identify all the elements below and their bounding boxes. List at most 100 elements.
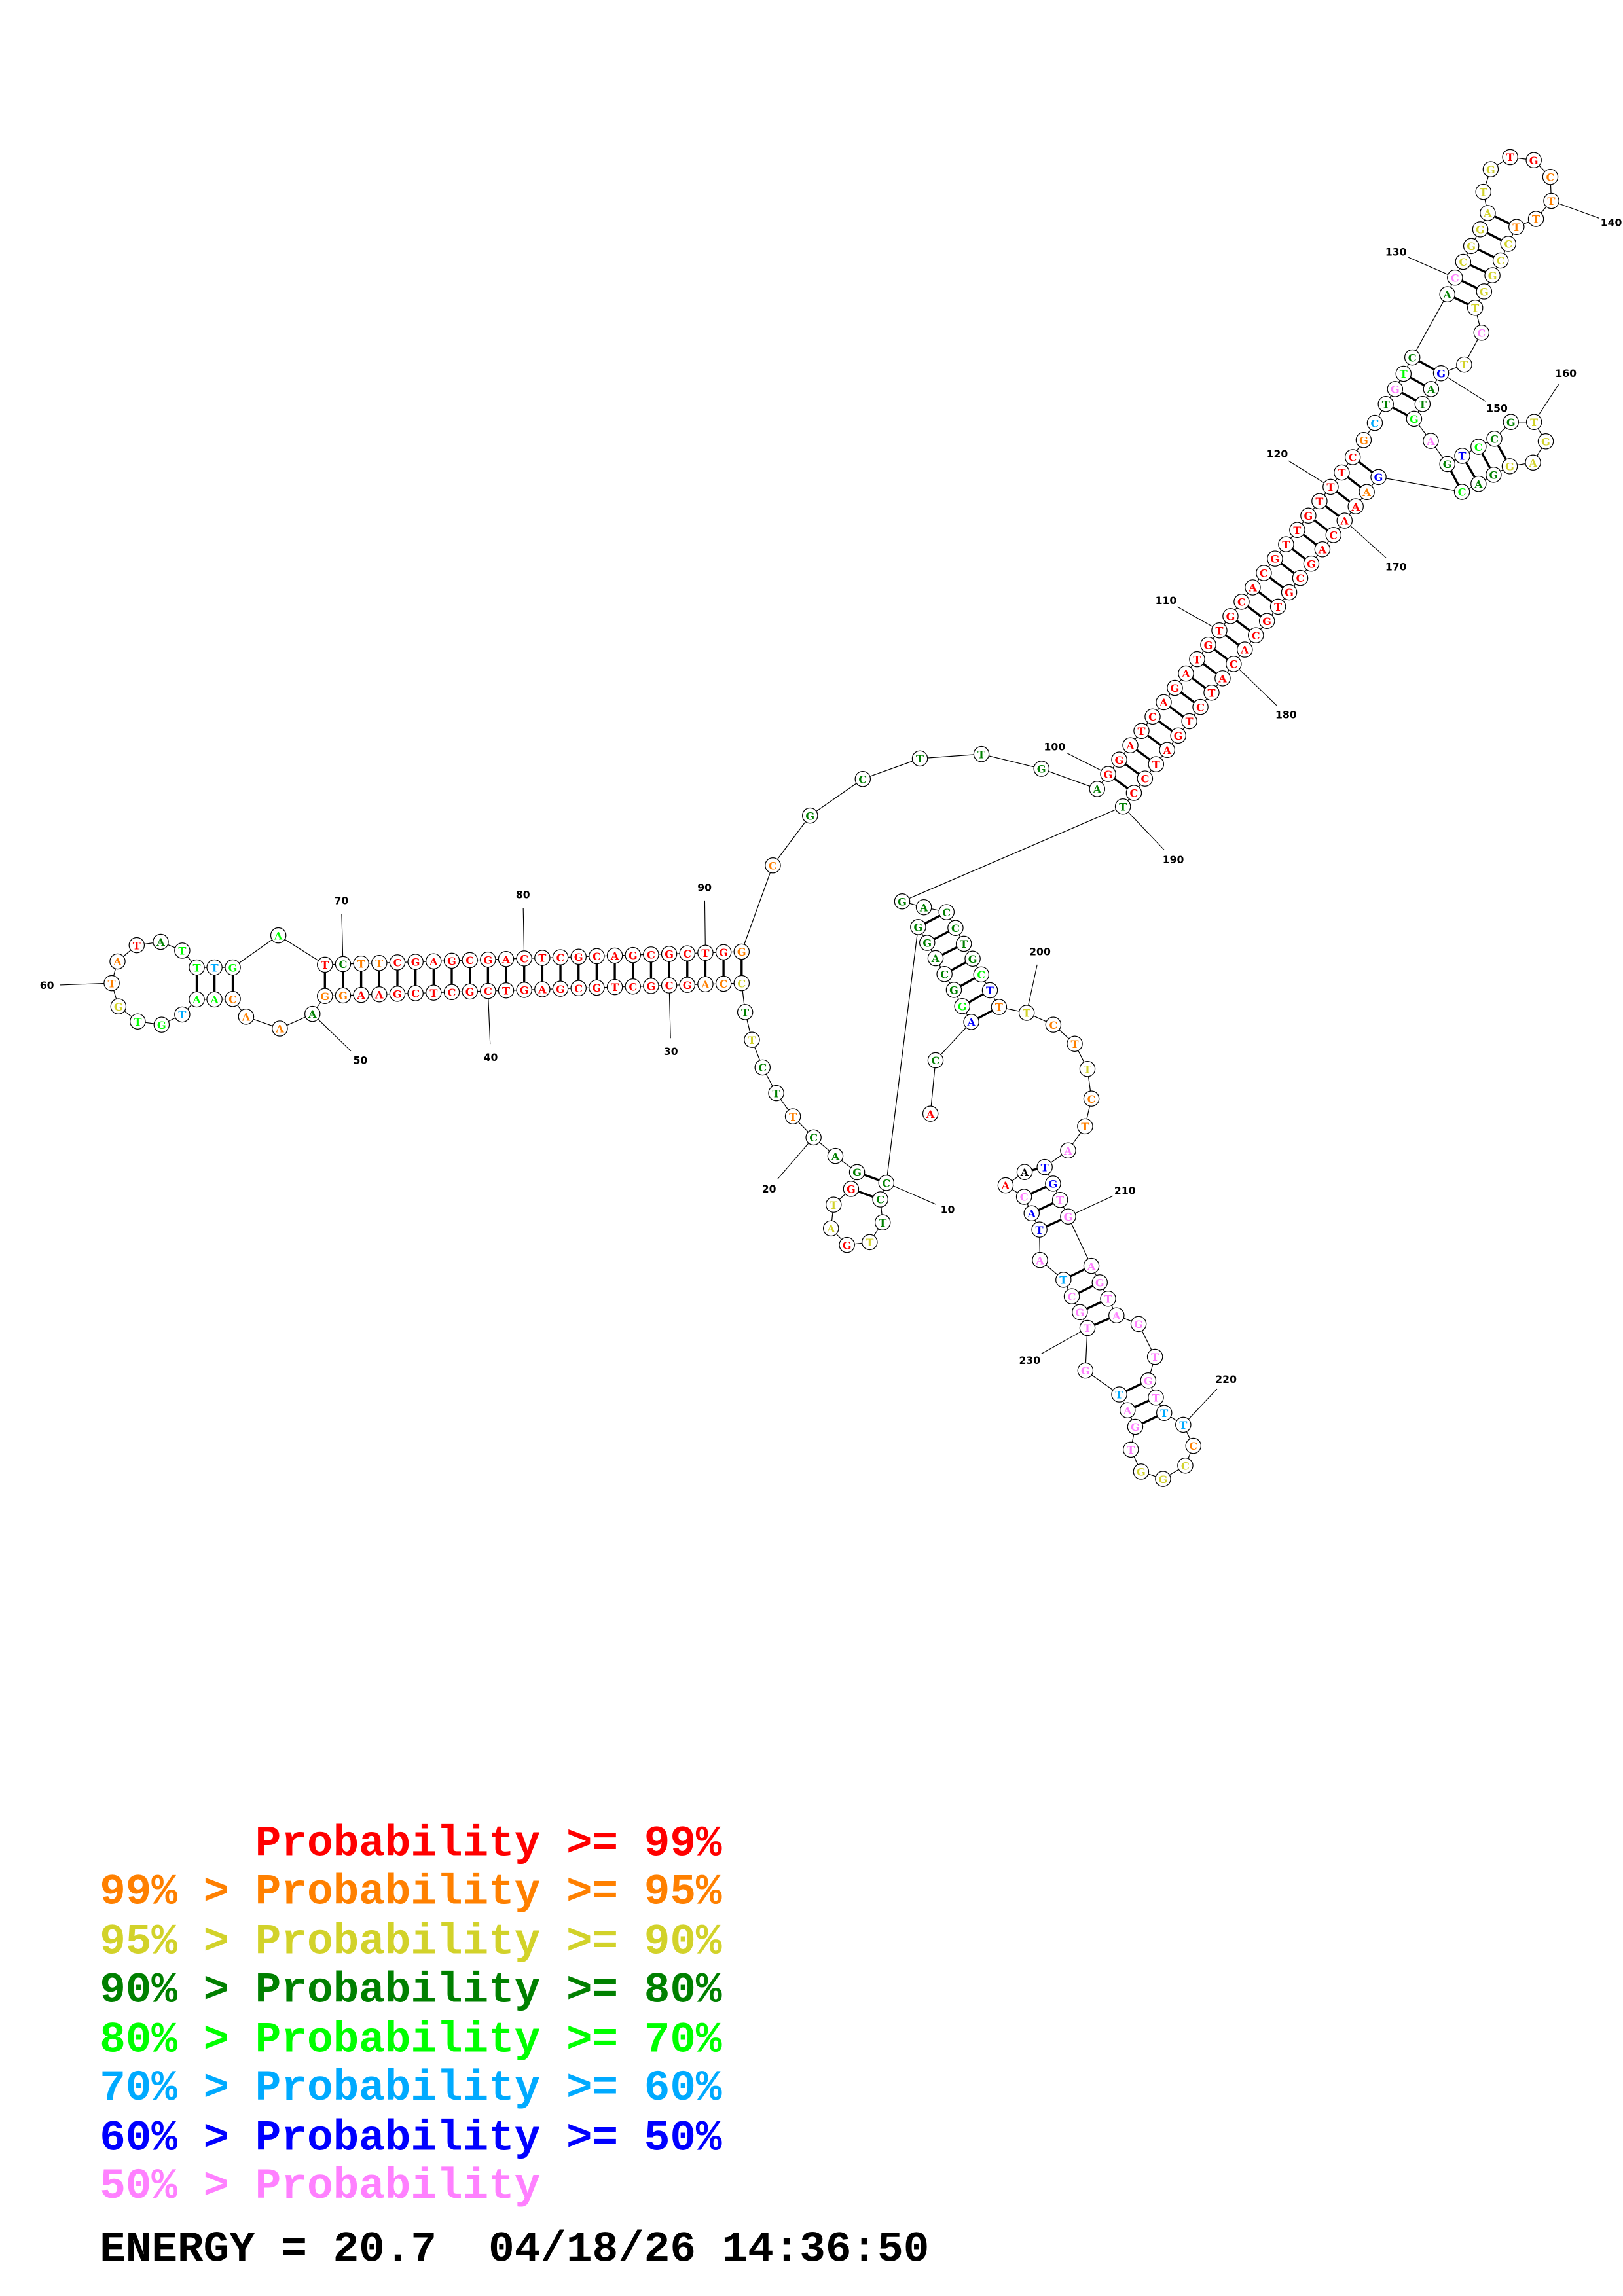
nucleotide-91: G: [715, 944, 732, 961]
nucleotide-169: A: [1347, 498, 1364, 514]
nucleotide-circle: [661, 977, 678, 994]
nucleotide-210: G: [1060, 1208, 1076, 1225]
nucleotide-letter: C: [1049, 1019, 1057, 1031]
nucleotide-letter: T: [1041, 1161, 1049, 1174]
nucleotide-circle: [1500, 236, 1517, 252]
nucleotide-circle: [1233, 594, 1250, 610]
nucleotide-6: C: [936, 965, 953, 982]
nucleotide-letter: G: [1037, 763, 1046, 776]
nucleotide-circle: [1067, 1035, 1083, 1052]
nucleotide-circle: [973, 966, 990, 983]
nucleotide-letter: T: [789, 1111, 797, 1123]
nucleotide-160: T: [1525, 414, 1542, 431]
nucleotide-159: G: [1503, 414, 1520, 431]
nucleotide-circle: [1486, 431, 1503, 447]
nucleotide-152: T: [1414, 396, 1431, 412]
nucleotide-circle: [589, 979, 605, 996]
base-pairs: [195, 212, 1518, 1428]
position-tick-line: [1122, 806, 1165, 851]
nucleotide-letter: T: [1459, 450, 1467, 463]
nucleotide-circle: [272, 1020, 288, 1037]
nucleotide-letter: C: [1196, 701, 1205, 713]
nucleotide-letter: T: [193, 961, 201, 974]
nucleotide-letter: G: [1204, 639, 1213, 651]
nucleotide-letter: A: [308, 1008, 317, 1020]
nucleotide-217: G: [1140, 1372, 1157, 1389]
nucleotide-letter: T: [1548, 195, 1556, 207]
energy-timestamp: ENERGY = 20.7 04/18/26 14:36:50: [100, 2225, 929, 2274]
nucleotide-letter: G: [1467, 240, 1476, 253]
nucleotide-letter: C: [574, 982, 583, 995]
nucleotide-233: T: [1055, 1272, 1072, 1288]
nucleotide-187: T: [1148, 756, 1165, 772]
nucleotide-180: C: [1226, 656, 1242, 672]
nucleotide-circle: [1256, 565, 1272, 581]
nucleotide-78: G: [480, 951, 496, 968]
nucleotide-letter: A: [1442, 289, 1451, 301]
nucleotide-circle: [1454, 448, 1470, 464]
nucleotide-letter: C: [448, 986, 456, 999]
nucleotide-circle: [954, 997, 970, 1014]
nucleotide-68: A: [270, 927, 287, 944]
nucleotide-circle: [1542, 169, 1559, 185]
nucleotide-19: A: [827, 1147, 844, 1164]
nucleotide-circle: [991, 999, 1008, 1015]
nucleotide-letter: G: [1226, 610, 1235, 622]
nucleotide-circle: [661, 946, 678, 962]
nucleotide-letter: T: [1084, 1063, 1091, 1075]
nucleotide-228: T: [1111, 1386, 1127, 1403]
nucleotide-circle: [1156, 694, 1172, 711]
nucleotide-circle: [1127, 1418, 1144, 1435]
nucleotide-105: A: [1156, 694, 1172, 711]
nucleotide-circle: [498, 982, 515, 999]
nucleotide-circle: [153, 933, 169, 950]
nucleotide-circle: [1269, 598, 1286, 615]
nucleotide-letter: C: [1546, 171, 1555, 183]
nucleotide-circle: [1300, 507, 1317, 524]
nucleotide-circle: [1247, 627, 1264, 643]
nucleotide-circle: [1432, 365, 1450, 382]
nucleotide-69: T: [317, 956, 333, 973]
nucleotide-circle: [1178, 665, 1194, 682]
nucleotide-circle: [1406, 410, 1423, 427]
nucleotide-letter: A: [1063, 1145, 1072, 1157]
nucleotide-letter: T: [748, 1034, 756, 1047]
position-label: 200: [1029, 946, 1051, 958]
nucleotide-circle: [1525, 454, 1541, 471]
nucleotide-letter: T: [211, 961, 219, 974]
nucleotide-225: T: [1122, 1441, 1139, 1458]
position-label: 180: [1275, 708, 1297, 721]
nucleotide-circle: [189, 991, 205, 1008]
nucleotide-33: T: [606, 978, 623, 996]
nucleotide-117: T: [1289, 522, 1305, 538]
nucleotide-letter: G: [1304, 510, 1313, 522]
nucleotide-letter: G: [852, 1166, 862, 1179]
nucleotide-circle: [1289, 522, 1305, 538]
nucleotide-140: T: [1543, 192, 1559, 209]
nucleotide-circle: [389, 986, 406, 1002]
nucleotide-letter: T: [1400, 368, 1408, 380]
nucleotide-circle: [371, 955, 388, 971]
position-label: 230: [1019, 1354, 1041, 1367]
nucleotide-letter: G: [1486, 164, 1495, 176]
nucleotide-209: T: [1051, 1191, 1068, 1208]
nucleotide-letter: T: [1274, 601, 1282, 613]
nucleotide-circle: [839, 1236, 855, 1253]
nucleotide-letter: C: [1408, 351, 1417, 364]
nucleotide-circle: [643, 946, 659, 963]
nucleotide-letter: G: [1359, 434, 1368, 446]
nucleotide-circle: [606, 978, 623, 996]
nucleotide-64: T: [174, 942, 191, 959]
nucleotide-208: G: [1045, 1175, 1061, 1192]
position-tick-line: [1041, 1327, 1088, 1355]
nucleotide-108: T: [1189, 651, 1205, 668]
nucleotide-24: T: [744, 1031, 760, 1048]
nucleotide-circle: [335, 987, 352, 1004]
nucleotide-circle: [927, 1052, 944, 1069]
nucleotide-letter: G: [1488, 270, 1497, 282]
nucleotide-189: C: [1125, 785, 1142, 801]
nucleotide-122: C: [1344, 449, 1361, 465]
nucleotide-circle: [1200, 636, 1216, 653]
nucleotide-145: G: [1484, 267, 1501, 283]
nucleotide-190: T: [1114, 798, 1131, 815]
